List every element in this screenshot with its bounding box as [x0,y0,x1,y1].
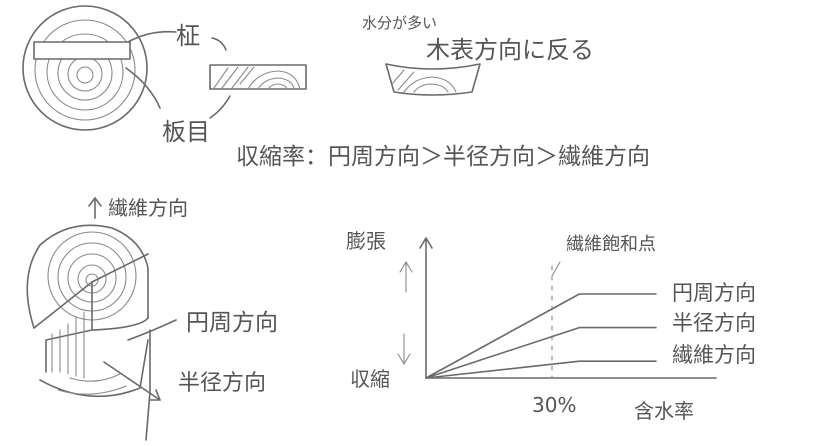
shrinkage-ratio-text: 収縮率：円周方向＞半径方向＞繊維方向 [236,144,650,170]
itame-label: 板目 [162,118,210,146]
warped-board [385,63,481,96]
plank-pointer [209,95,231,119]
log-wedge-drawing [26,224,151,441]
fiber-saturation-label: 繊維飽和点 [566,234,656,255]
expansion-arrow-head [399,260,413,273]
x-axis-label: 含水率 [634,399,694,423]
radial-arrow-shaft [103,361,161,401]
x-tick-30: 30% [532,393,576,417]
series-line-1 [425,293,657,379]
itame-pointer [125,67,161,109]
annotation-pointer [551,261,561,277]
series-label-1: 円周方向 [672,281,756,305]
masame-label: 柾 [176,22,200,50]
radial-arrow-head [149,389,161,401]
plank-end-grain [209,64,307,90]
masame-curve [211,37,227,51]
warp-direction-note: 木表方向に反る [426,36,594,64]
y-axis-arrowhead [419,237,433,249]
radial-label: 半径方向 [178,371,266,396]
circumferential-pointer [127,319,177,341]
fiber-direction-label: 繊維方向 [108,196,188,220]
series-line-3 [425,360,657,379]
circumferential-label: 円周方向 [186,310,278,336]
fiber-arrow-head [88,197,102,207]
moisture-note: 水分が多い [362,14,437,32]
series-label-2: 半径方向 [672,311,756,335]
y-label-shrink: 収縮 [350,367,390,391]
series-line-2 [425,326,657,379]
y-label-swelling: 膨張 [346,229,386,253]
log-cross-section [22,5,148,131]
masame-pointer [127,30,177,43]
series-label-3: 繊維方向 [672,343,756,367]
shrink-arrow-head [397,353,411,366]
